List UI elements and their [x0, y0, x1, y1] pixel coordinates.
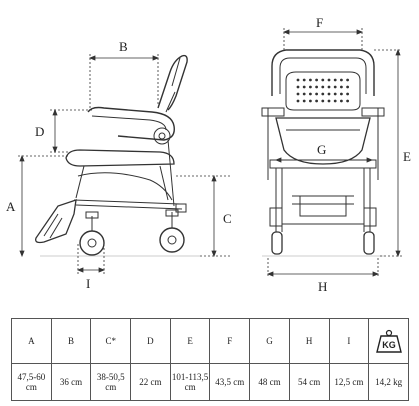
perforation-dot — [302, 78, 306, 82]
perforation-dot — [333, 92, 337, 96]
header-cell-f: F — [209, 318, 251, 364]
perforation-dot — [333, 85, 337, 89]
value-cell-a: 47,5-60 cm — [11, 363, 52, 401]
perforation-dot — [296, 85, 300, 89]
perforation-dot — [302, 85, 306, 89]
perforation-dot — [340, 78, 343, 82]
perforation-dot — [340, 99, 343, 103]
header-cell-i: I — [328, 318, 370, 364]
value-cell-i: 12,5 cm — [328, 363, 370, 401]
header-cell-weight: KG — [368, 318, 409, 364]
perforation-dot — [346, 78, 349, 82]
perforation-dot — [327, 78, 331, 82]
shower-chair-dimension-drawing: B D A C I F G E H — [6, 15, 411, 294]
header-cell-h: H — [288, 318, 330, 364]
header-cell-d: D — [130, 318, 171, 364]
value-cell-b: 36 cm — [50, 363, 92, 401]
dimensions-table: A B C* D E F G H I KG 47,5-60 cm 36 cm 3… — [11, 318, 409, 401]
dim-label-f: F — [316, 15, 323, 30]
dimension-lines-side — [18, 54, 232, 274]
perforation-dot — [296, 92, 300, 96]
perforation-dot — [309, 78, 312, 82]
dimension-lines-front — [266, 28, 402, 278]
perforation-dot — [340, 85, 343, 89]
perforation-dot — [340, 92, 343, 96]
perforation-dot — [296, 99, 300, 103]
perforation-dot — [321, 85, 325, 89]
header-cell-g: G — [249, 318, 290, 364]
perforation-dot — [327, 92, 331, 96]
perforation-dot — [321, 99, 325, 103]
value-cell-h: 54 cm — [288, 363, 330, 401]
header-cell-b: B — [50, 318, 92, 364]
weight-icon-label: KG — [382, 340, 396, 350]
header-cell-a: A — [11, 318, 52, 364]
value-cell-f: 43,5 cm — [209, 363, 251, 401]
perforation-dot — [315, 78, 318, 82]
value-cell-e: 101-113,5 cm — [169, 363, 211, 401]
perforation-dot — [309, 99, 312, 103]
side-view-chair — [35, 54, 200, 257]
perforation-dot — [302, 92, 306, 96]
dim-label-e: E — [403, 149, 411, 164]
perforation-dot — [327, 99, 331, 103]
front-view-chair — [261, 49, 385, 257]
perforation-dot — [321, 78, 325, 82]
header-cell-c: C* — [90, 318, 132, 364]
perforation-dot — [346, 92, 349, 96]
weight-kg-icon: KG — [375, 329, 402, 353]
perforation-dot — [333, 99, 337, 103]
header-cell-e: E — [169, 318, 211, 364]
dim-label-b: B — [119, 39, 128, 54]
perforation-dot — [346, 85, 349, 89]
dim-label-i: I — [86, 276, 90, 291]
perforation-dot — [327, 85, 331, 89]
value-cell-weight: 14,2 kg — [368, 363, 409, 401]
value-cell-c: 38-50,5 cm — [90, 363, 132, 401]
perforation-dot — [296, 78, 300, 82]
value-cell-g: 48 cm — [249, 363, 290, 401]
perforation-dot — [346, 99, 349, 103]
dim-label-g: G — [317, 142, 326, 157]
perforation-dot — [321, 92, 325, 96]
dim-label-d: D — [35, 124, 44, 139]
perforation-dot — [309, 85, 312, 89]
dim-label-h: H — [318, 279, 327, 294]
dim-label-a: A — [6, 199, 16, 214]
perforation-dot — [315, 99, 318, 103]
dim-label-c: C — [223, 211, 232, 226]
dimensions-header-row: A B C* D E F G H I KG — [11, 318, 409, 364]
perforation-dot — [309, 92, 312, 96]
dimensions-value-row: 47,5-60 cm 36 cm 38-50,5 cm 22 cm 101-11… — [11, 363, 409, 401]
perforation-dot — [315, 85, 318, 89]
perforation-dot — [302, 99, 306, 103]
perforation-dot — [315, 92, 318, 96]
perforation-dot — [333, 78, 337, 82]
value-cell-d: 22 cm — [130, 363, 171, 401]
